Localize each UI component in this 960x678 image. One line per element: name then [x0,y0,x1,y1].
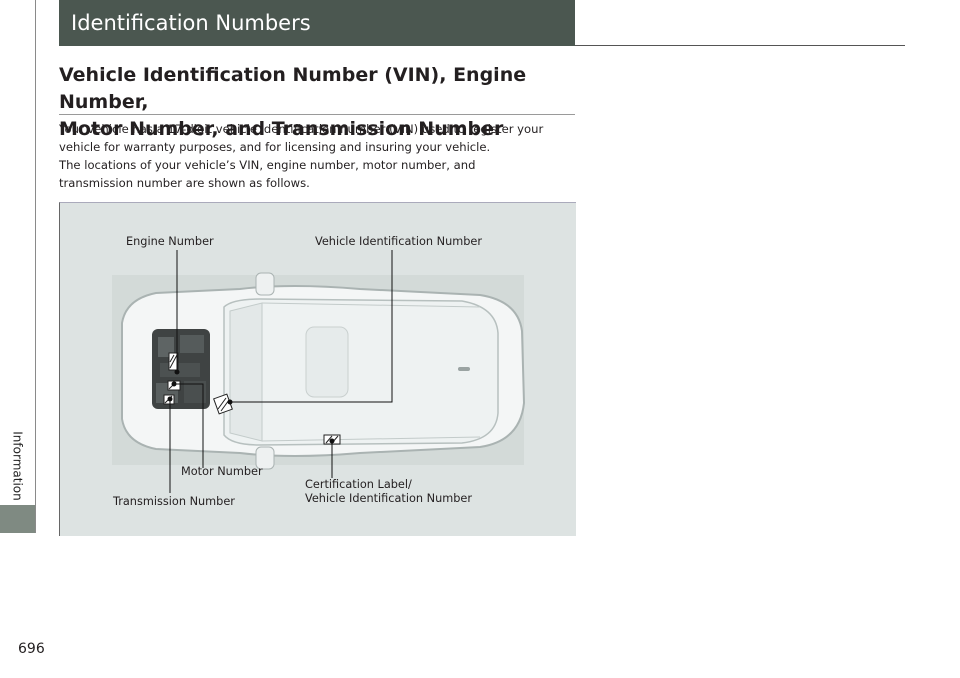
body-paragraph-1-line-2: vehicle for warranty purposes, and for l… [59,140,491,154]
vin-plate [213,393,233,415]
sunroof [305,326,349,398]
motor-number-leader [174,383,204,468]
title-rule [575,45,905,46]
page-title: Identification Numbers [71,11,311,35]
windshield [229,302,263,442]
leader-lines [169,250,393,493]
engine-number-plate [168,352,179,371]
roof-rail-right [261,436,481,442]
section-side-tab: Information [0,0,36,533]
roof-rail-left [261,302,481,308]
side-tab-divider [35,0,36,533]
body-paragraph-2-line-2: transmission number are shown as follows… [59,176,310,190]
section-heading-line-1: Vehicle Identification Number (VIN), Eng… [59,64,527,113]
body-paragraph-2-line-1: The locations of your vehicle’s VIN, eng… [59,158,476,172]
body-paragraph-1-line-1: Your vehicle has a 17-digit vehicle iden… [59,122,544,136]
leader-dots [167,369,335,444]
certification-label-label: Certification Label/ Vehicle Identificat… [305,478,472,506]
antenna [458,367,470,371]
vin-label: Vehicle Identification Number [315,235,483,248]
side-tab-marker [0,505,35,533]
vehicle-id-diagram: Engine Number Vehicle Identification Num… [59,202,576,536]
body-paragraph-1: Your vehicle has a 17-digit vehicle iden… [59,120,579,156]
body-paragraph-2: The locations of your vehicle’s VIN, eng… [59,156,579,192]
certification-label-line-1: Certification Label/ [305,478,412,491]
page-number: 696 [18,641,45,657]
vehicle-top-view-illustration [112,250,526,493]
section-heading-rule [59,114,575,115]
certification-label-line-2: Vehicle Identification Number [305,492,473,505]
section-heading: Vehicle Identification Number (VIN), Eng… [59,62,579,143]
side-tab-label-text: Information [11,431,25,501]
right-mirror [255,446,275,470]
left-mirror [255,272,275,296]
car-cabin [223,298,499,446]
page-title-bar: Identification Numbers [59,0,575,46]
vin-leader [230,250,393,403]
engine-block [152,329,210,409]
motor-number-label: Motor Number [181,465,263,478]
section-heading-line-2: Motor Number, and Transmission Number [59,118,504,140]
transmission-number-label: Transmission Number [113,495,235,508]
engine-number-label: Engine Number [126,235,214,248]
side-tab-label[interactable]: Information [2,426,34,506]
